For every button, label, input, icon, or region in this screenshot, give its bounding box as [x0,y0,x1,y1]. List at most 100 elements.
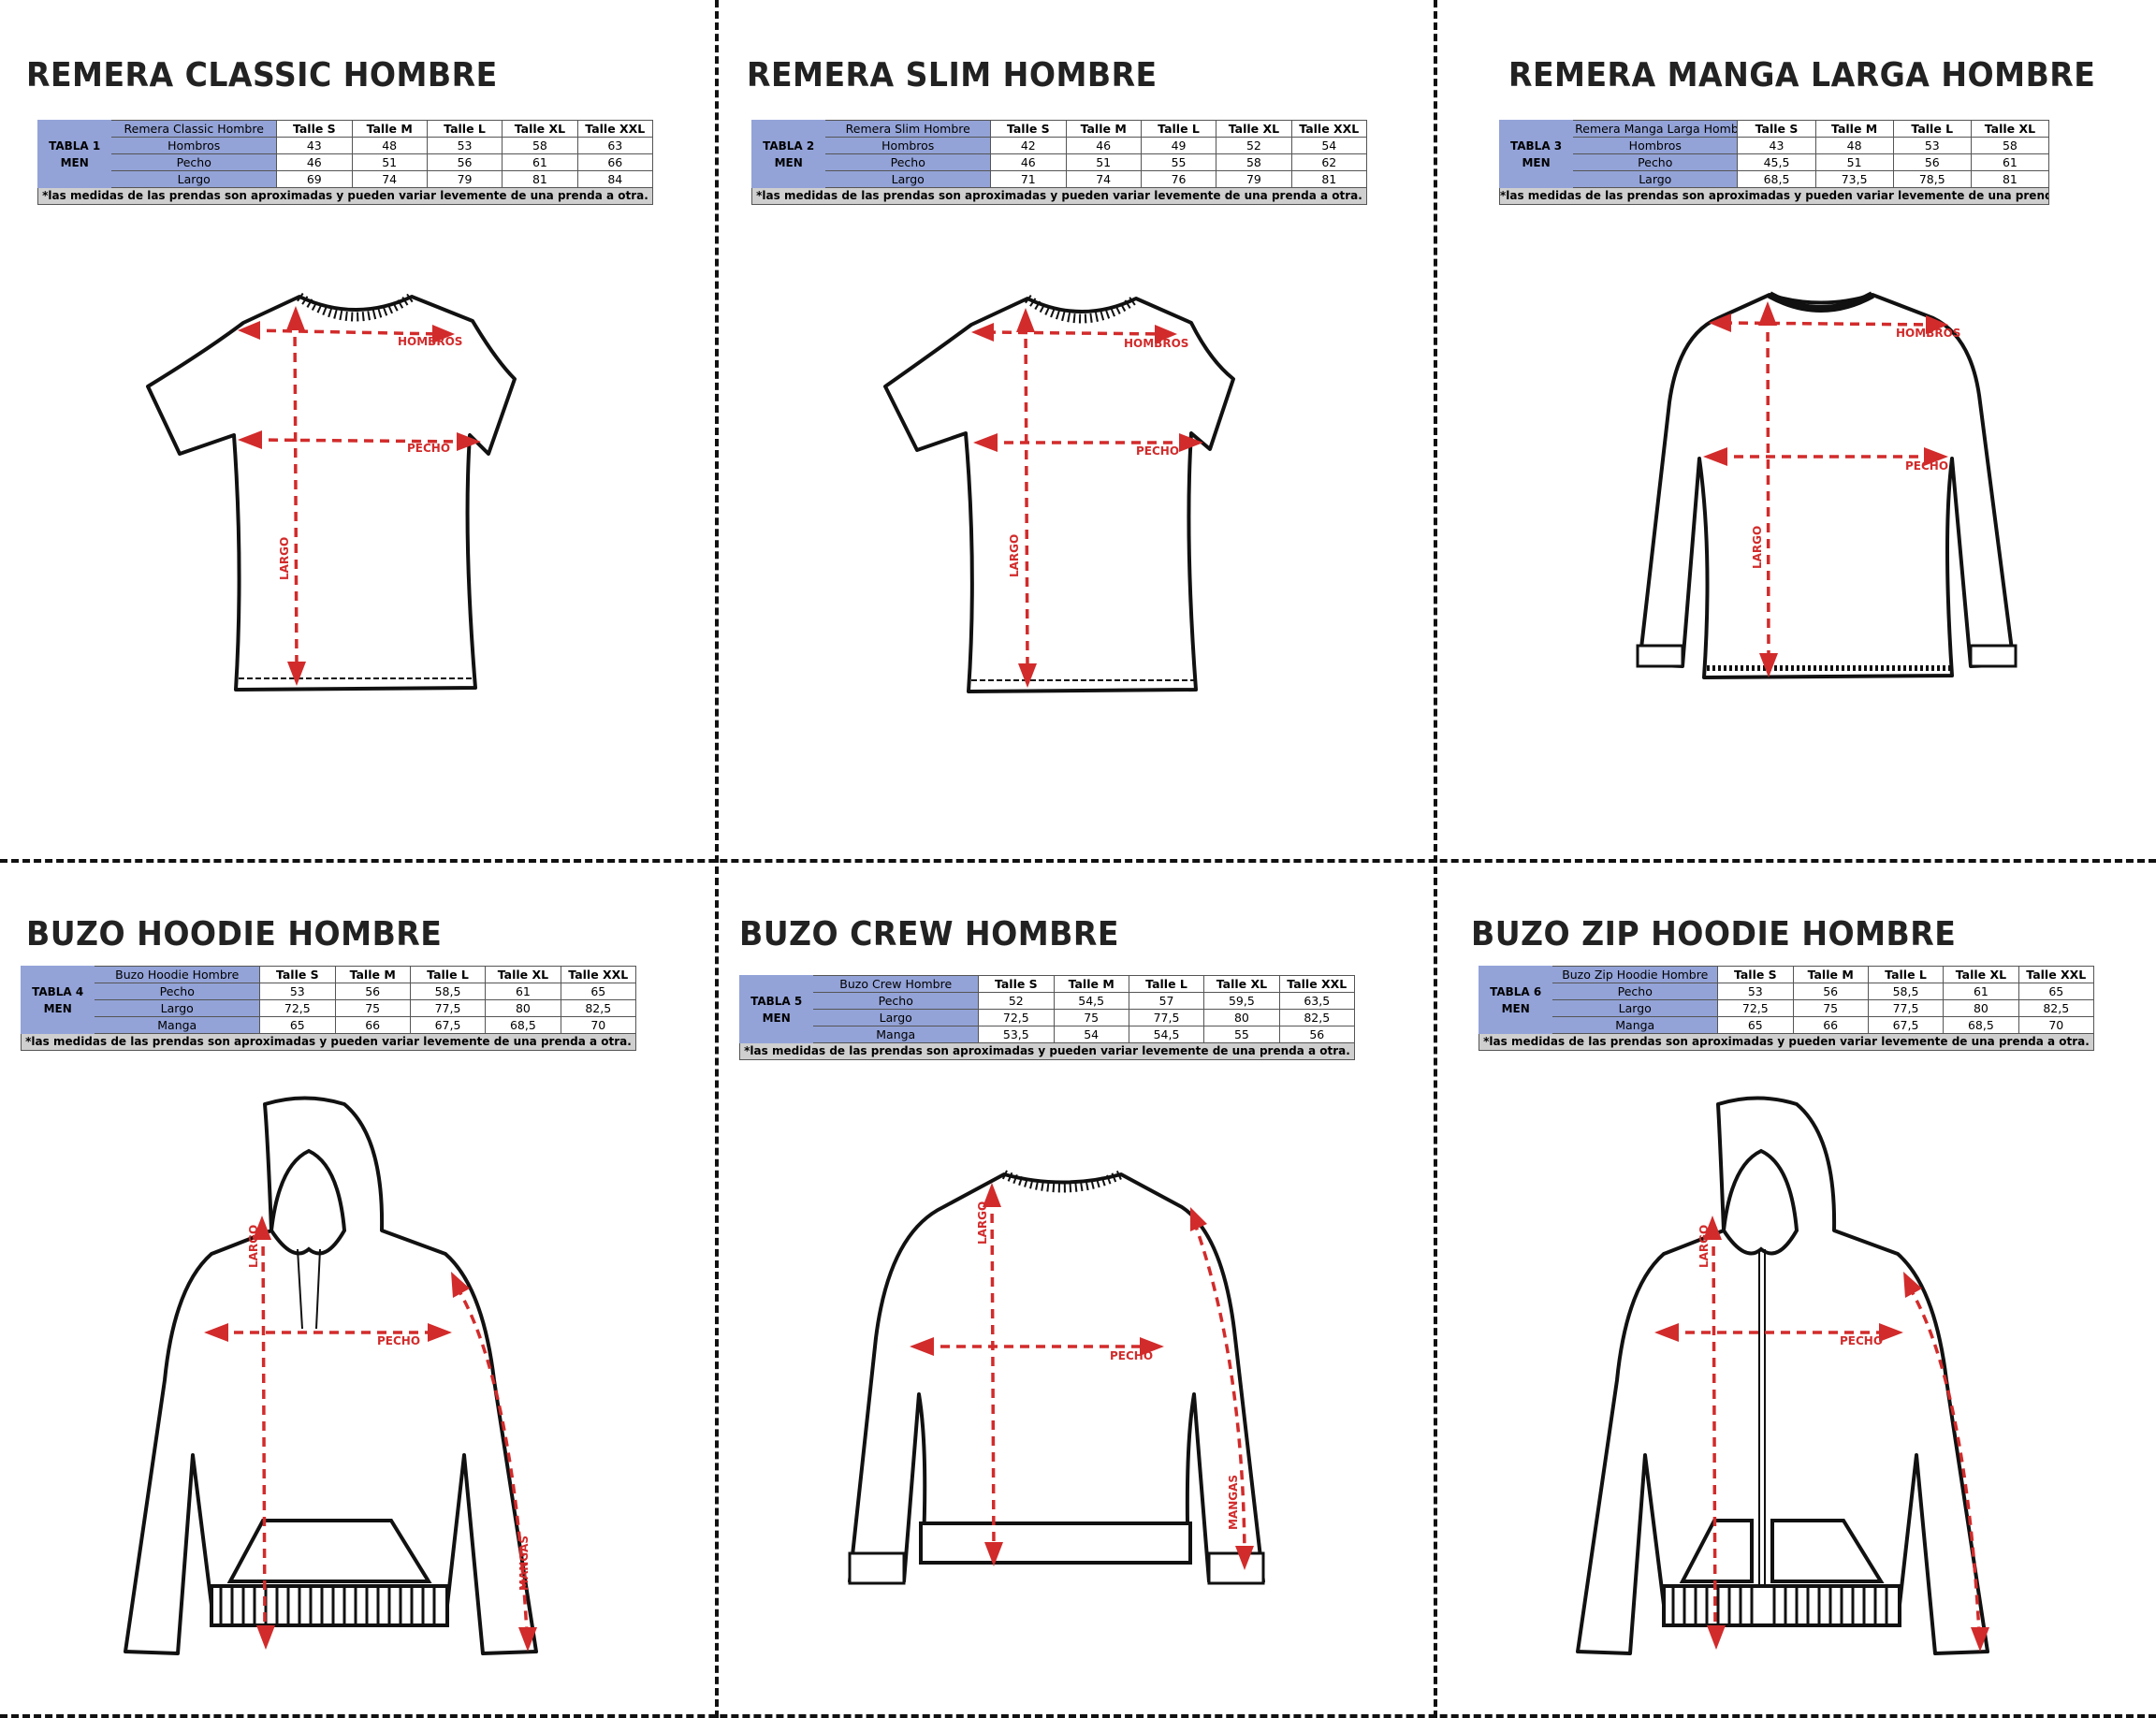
measurement-value: 45,5 [1737,153,1816,171]
measurement-value: 55 [1140,153,1217,171]
largo-label: LARGO [976,1201,989,1245]
panel-title: REMERA CLASSIC HOMBRE [26,56,498,95]
measurement-value: 61 [1943,983,2019,1000]
measurement-label: Manga [1551,1016,1719,1034]
measurement-value: 51 [1065,153,1142,171]
table-tag-number: TABLA 1 [49,138,101,153]
table-product-name: Remera Manga Larga Hombre [1572,120,1739,138]
measurement-value: 66 [1792,1016,1869,1034]
size-header: Talle M [1065,120,1142,138]
measurement-label: Largo [824,170,992,188]
table-tag-gender: MEN [60,155,89,169]
measurement-value: 61 [502,153,578,171]
measurement-value: 72,5 [259,999,336,1017]
measurement-value: 67,5 [1867,1016,1945,1034]
size-header: Talle XXL [560,966,637,983]
size-header: Talle S [1717,966,1794,983]
size-header: Talle XXL [2018,966,2095,983]
measurement-value: 79 [426,170,503,188]
size-header: Talle XL [1216,120,1292,138]
measurement-value: 68,5 [1943,1016,2019,1034]
measurement-value: 56 [334,983,411,1000]
measurement-value: 74 [351,170,428,188]
size-header: Talle M [1814,120,1894,138]
table-tag-number: TABLA 2 [763,138,815,153]
size-header: Talle XL [1203,975,1280,993]
measurement-value: 46 [276,153,353,171]
pecho-label: PECHO [407,442,450,455]
measurement-value: 58 [1216,153,1292,171]
largo-label: LARGO [1751,526,1764,569]
measurement-value: 58,5 [1867,983,1945,1000]
size-header: Talle XXL [1290,120,1368,138]
measurement-value: 80 [1203,1009,1280,1026]
tshirt-slim-outline-icon: HOMBROS PECHO LARGO [883,294,1235,693]
measurement-label: Manga [812,1026,980,1043]
measurement-value: 59,5 [1203,992,1280,1010]
measurement-label: Pecho [1551,983,1719,1000]
measurement-label: Pecho [1572,153,1739,171]
measurement-disclaimer: *las medidas de las prendas son aproxima… [1499,188,2049,205]
measurement-label: Largo [1572,170,1739,188]
size-header: Talle L [1867,966,1945,983]
measurement-value: 63 [576,137,654,154]
table-product-name: Buzo Crew Hombre [812,975,980,993]
measurement-label: Largo [110,170,278,188]
table-tag-number: TABLA 5 [750,994,803,1008]
measurement-value: 65 [560,983,637,1000]
measurement-value: 66 [576,153,654,171]
measurement-value: 61 [485,983,561,1000]
measurement-value: 73,5 [1814,170,1894,188]
hombros-label: HOMBROS [398,335,462,348]
measurement-value: 56 [1792,983,1869,1000]
size-header: Talle S [978,975,1055,993]
largo-label: LARGO [1697,1225,1711,1268]
measurement-value: 53 [1717,983,1794,1000]
mangas-label: MANGAS [1227,1475,1240,1530]
measurement-disclaimer: *las medidas de las prendas son aproxima… [751,188,1367,205]
measurement-value: 53 [426,137,503,154]
measurement-value: 49 [1140,137,1217,154]
size-header: Talle XL [485,966,561,983]
measurement-value: 75 [1792,999,1869,1017]
measurement-value: 66 [334,1016,411,1034]
measurement-value: 63,5 [1278,992,1356,1010]
measurement-value: 81 [502,170,578,188]
measurement-value: 42 [990,137,1067,154]
measurement-value: 56 [1278,1026,1356,1043]
table-tag-gender: MEN [1522,155,1551,169]
size-header: Talle XXL [576,120,654,138]
panel-title: BUZO ZIP HOODIE HOMBRE [1471,915,1957,954]
measurement-value: 77,5 [1867,999,1945,1017]
measurement-value: 70 [560,1016,637,1034]
measurement-label: Largo [812,1009,980,1026]
horizontal-divider [0,859,2156,863]
measurement-label: Pecho [812,992,980,1010]
measurement-value: 77,5 [409,999,487,1017]
hombros-label: HOMBROS [1124,337,1188,350]
measurement-value: 51 [1814,153,1894,171]
